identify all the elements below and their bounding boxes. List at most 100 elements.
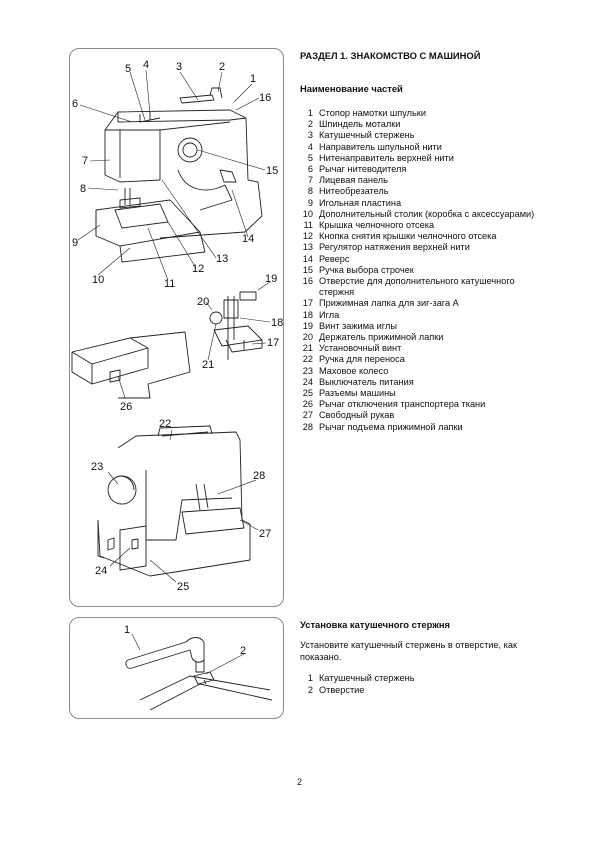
part-item-label: Нитенаправитель верхней нити [319,152,454,163]
part-item-number: 23 [302,365,313,376]
callout-4: 4 [143,59,149,71]
part-item-number: 13 [302,242,313,253]
callout-7: 7 [82,155,88,167]
part-item-label: Рычаг подъема прижимной лапки [319,421,463,432]
part-item-label: Шпиндель моталки [319,119,401,130]
callout-8: 8 [80,183,86,195]
part-item-number: 21 [302,343,313,354]
part-item-label: Игольная пластина [319,197,402,208]
callout-19: 19 [265,273,277,285]
extension-table-drawing [71,331,191,399]
part-item-label: Игла [319,309,340,320]
callout-16: 16 [259,92,271,104]
part-item-24: 24 Выключатель питания [300,377,540,388]
callout-13: 13 [216,253,228,265]
callout-21: 21 [202,359,214,371]
part-item-number: 10 [302,208,313,219]
callout-10: 10 [92,274,104,286]
part-item-label: Прижимная лапка для зиг-зага А [319,298,459,309]
part-item-number: 4 [307,141,313,152]
callout-24: 24 [95,565,107,577]
part-item-17: 17 Прижимная лапка для зиг-зага А [300,298,540,309]
part-item-10: 10 Дополнительный столик (коробка с аксес… [300,209,540,220]
spool-part-item-number: 2 [307,684,313,695]
callout-11: 11 [164,278,175,290]
section-title: РАЗДЕЛ 1. ЗНАКОМСТВО С МАШИНОЙ [300,50,481,61]
part-item-label: Держатель прижимной лапки [319,332,444,343]
presser-foot-drawing [209,291,263,360]
part-item-label: Разъемы машины [319,388,396,399]
part-item-number: 2 [307,119,313,130]
part-item-3: 3 Катушечный стержень [300,130,540,141]
part-item-label: Маховое колесо [319,365,389,376]
callout-28: 28 [253,470,265,482]
parts-heading: Наименование частей [300,83,403,94]
part-item-number: 27 [302,410,313,421]
part-item-number: 17 [302,298,313,309]
callout-26: 26 [120,401,132,413]
callout-14: 14 [242,233,254,245]
callout-3: 3 [176,61,182,73]
part-item-label: Нитеобрезатель [319,186,389,197]
sewing-machine-rear-drawing [97,425,251,577]
part-item-number: 12 [302,231,313,242]
callout-2: 2 [219,61,225,73]
part-item-label: Отверстие для дополнительного катушечног… [319,276,515,298]
part-item-label: Кнопка снятия крышки челночного отсека [319,231,497,242]
part-item-22: 22 Ручка для переноса [300,354,540,365]
callout-23: 23 [91,461,103,473]
part-item-number: 5 [307,152,313,163]
part-item-label: Дополнительный столик (коробка с аксессу… [319,208,535,219]
part-item-12: 12 Кнопка снятия крышки челночного отсека [300,231,540,242]
part-item-14: 14 Реверс [300,254,540,265]
part-item-9: 9 Игольная пластина [300,198,540,209]
page-number: 2 [297,777,303,787]
part-item-label: Направитель шпульной нити [319,141,442,152]
part-item-label: Стопор намотки шпульки [319,108,426,118]
spool-part-item-number: 1 [307,673,313,683]
part-item-label: Ручка выбора строчек [319,264,414,275]
part-item-label: Регулятор натяжения верхней нити [319,242,470,253]
part-item-20: 20 Держатель прижимной лапки [300,332,540,343]
callout-6: 6 [72,98,78,110]
part-item-label: Рычаг нитеводителя [319,164,407,175]
part-item-number: 22 [302,354,313,365]
part-item-number: 16 [302,276,313,287]
part-item-number: 1 [307,108,313,118]
part-item-label: Свободный рукав [319,410,395,421]
part-item-number: 7 [307,175,313,186]
part-item-label: Ручка для переноса [319,354,405,365]
part-item-1: 1 Стопор намотки шпульки [300,108,540,119]
part-item-label: Катушечный стержень [319,130,415,141]
callout-15: 15 [266,165,278,177]
callout-12: 12 [192,263,204,275]
callout-25: 25 [177,581,189,593]
part-item-number: 9 [307,197,313,208]
part-item-label: Рычаг отключения транспортера ткани [319,399,486,410]
part-item-number: 20 [302,332,313,343]
part-item-label: Реверс [319,253,350,264]
callout-20: 20 [197,296,209,308]
part-item-number: 3 [307,130,313,141]
spool-pin-figure-panel [69,617,284,719]
part-item-number: 24 [302,376,313,387]
part-item-number: 14 [302,253,313,264]
callout-22: 22 [159,418,171,430]
part-item-label: Выключатель питания [319,376,414,387]
callout-27: 27 [259,528,271,540]
part-item-4: 4 Направитель шпульной нити [300,142,540,153]
